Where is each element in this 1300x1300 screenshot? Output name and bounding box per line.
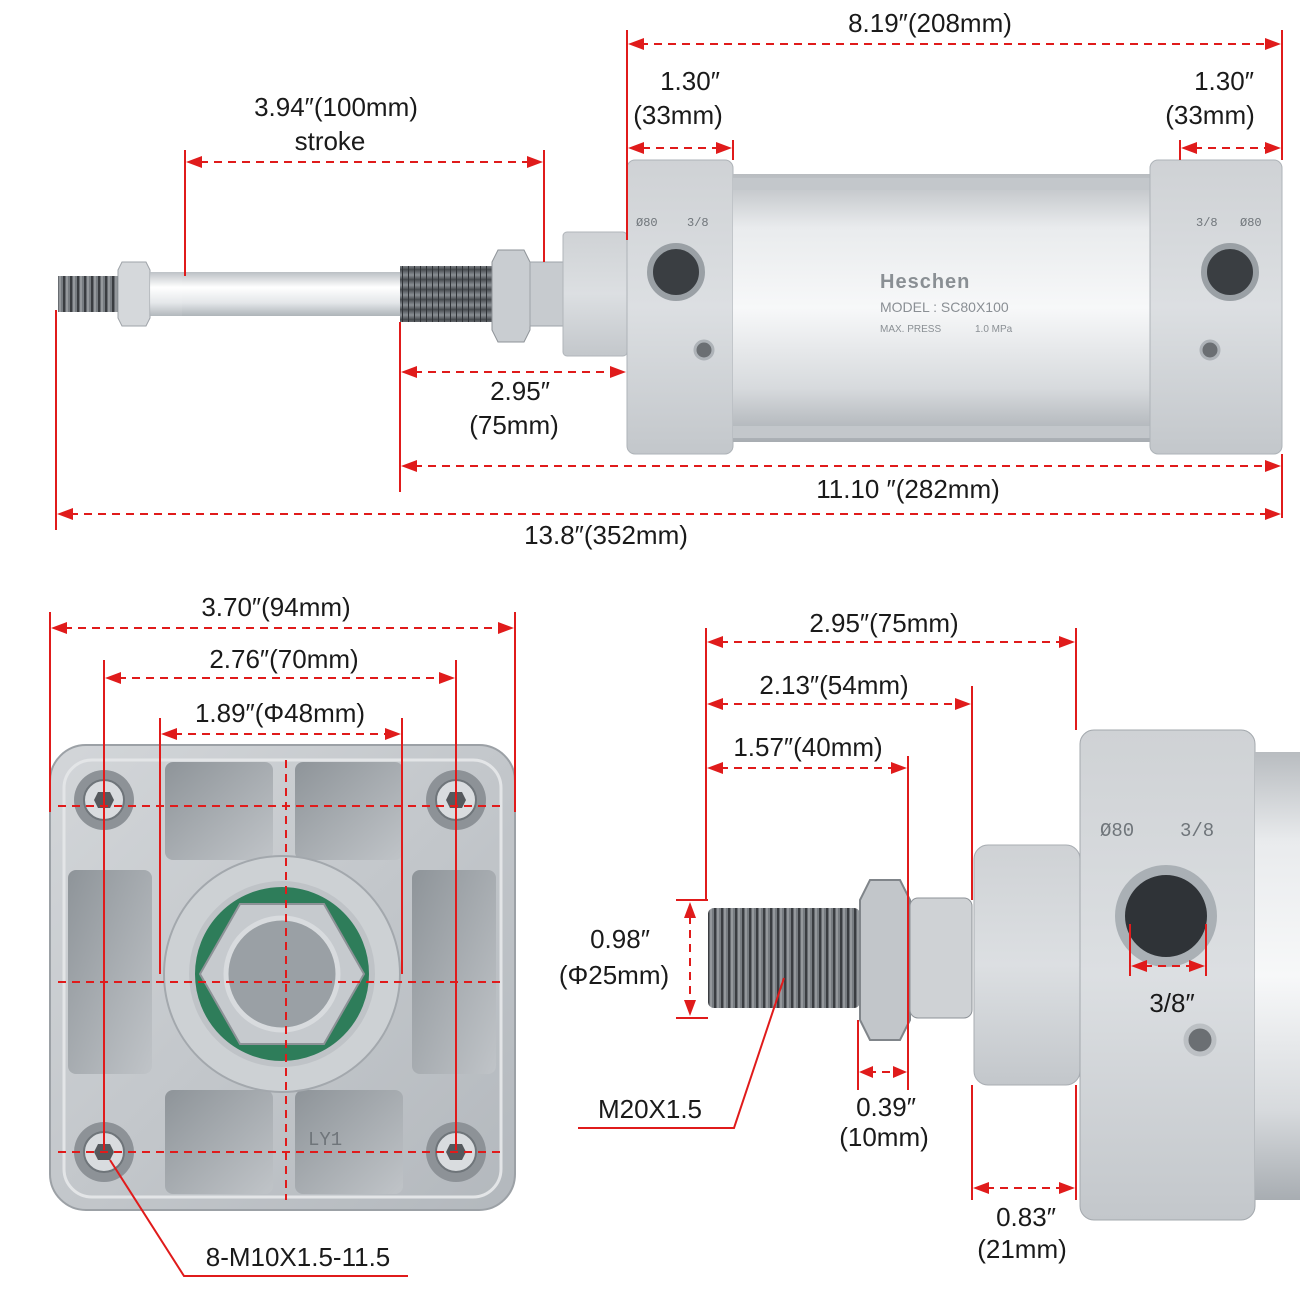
rear-air-port <box>1201 243 1259 301</box>
rear-stamp-port: 3/8 <box>1196 216 1218 230</box>
detail-dimension-lines <box>578 628 1207 1200</box>
end-dimension-lines <box>49 612 516 1277</box>
dim-rod-mm: (75mm) <box>469 410 559 440</box>
model-label: MODEL : SC80X100 <box>880 299 1009 315</box>
detail-lock-nut <box>859 879 911 1041</box>
rear-end-cap <box>1149 159 1283 455</box>
rod-end-nut <box>117 261 151 327</box>
dim-body-length: 8.19″(208mm) <box>848 8 1012 38</box>
max-press-label: MAX. PRESS <box>880 324 941 335</box>
front-stamp-bore: Ø80 <box>636 216 658 230</box>
rod-thread <box>400 266 492 322</box>
pocket-bottom-left <box>165 1090 273 1194</box>
dim-rear-cap-mm: (33mm) <box>1165 100 1255 130</box>
front-air-port <box>647 243 705 301</box>
dim-detail-rod-dia-in: 0.98″ <box>590 924 650 954</box>
pocket-top-right <box>295 762 403 860</box>
rear-stamp-bore: Ø80 <box>1240 216 1262 230</box>
detail-view: Ø80 3/8 <box>559 608 1300 1264</box>
dim-length-no-rod: 11.10 ″(282mm) <box>816 474 1000 504</box>
side-view: Ø80 3/8 Heschen MODEL : SC80X100 MAX. PR… <box>55 8 1283 550</box>
dim-detail-port-size: 3/8″ <box>1149 988 1194 1018</box>
dim-detail-boss-in: 0.83″ <box>996 1202 1056 1232</box>
rod-end-face <box>223 915 341 1033</box>
dim-detail-nut-in: 0.39″ <box>856 1092 916 1122</box>
pocket-bottom-right <box>295 1090 403 1194</box>
dim-detail-rod-dia-mm: (Φ25mm) <box>559 960 669 990</box>
dim-detail-boss-mm: (21mm) <box>977 1234 1067 1264</box>
dim-detail-rod-total: 2.95″(75mm) <box>809 608 958 638</box>
dim-rod-in: 2.95″ <box>490 376 550 406</box>
dim-front-cap-in: 1.30″ <box>660 66 720 96</box>
detail-stamp-bore: Ø80 <box>1100 820 1134 842</box>
end-view: LY1 <box>49 592 516 1277</box>
dim-detail-thread-spec: M20X1.5 <box>598 1094 702 1124</box>
detail-stamp-port: 3/8 <box>1180 820 1214 842</box>
piston-rod <box>182 272 402 316</box>
front-boss <box>562 231 628 357</box>
dim-bolt-thread: 8-M10X1.5-11.5 <box>206 1242 391 1272</box>
dim-stroke-value: 3.94″(100mm) <box>254 92 418 122</box>
front-end-cap <box>626 159 734 455</box>
brand-label: Heschen <box>880 271 970 293</box>
rear-cushion-screw <box>1199 339 1221 361</box>
dim-stroke-label: stroke <box>295 126 366 156</box>
rod-end-thread <box>58 276 120 312</box>
dim-front-cap-mm: (33mm) <box>633 100 723 130</box>
dim-boss-diameter: 1.89″(Φ48mm) <box>195 698 365 728</box>
max-press-value: 1.0 MPa <box>975 324 1013 335</box>
cylinder-barrel <box>733 174 1153 442</box>
front-cushion-screw <box>693 339 715 361</box>
rod-lock-nut <box>491 249 531 343</box>
dim-total-length: 13.8″(352mm) <box>524 520 688 550</box>
detail-front-boss <box>973 844 1081 1086</box>
dim-detail-nut-mm: (10mm) <box>839 1122 929 1152</box>
pocket-top-left <box>165 762 273 860</box>
dim-detail-thread-length: 1.57″(40mm) <box>733 732 882 762</box>
pocket-left <box>68 870 152 1074</box>
dim-rear-cap-in: 1.30″ <box>1194 66 1254 96</box>
end-stamp: LY1 <box>308 1129 342 1151</box>
detail-end-cap <box>1079 729 1256 1221</box>
side-dimension-lines <box>55 30 1283 530</box>
dim-end-width: 3.70″(94mm) <box>201 592 350 622</box>
detail-air-port <box>1115 865 1217 967</box>
detail-cushion-screw <box>1183 1023 1217 1057</box>
dim-bolt-spacing: 2.76″(70mm) <box>209 644 358 674</box>
front-stamp-port: 3/8 <box>687 216 709 230</box>
pocket-right <box>412 870 496 1074</box>
dim-detail-to-boss: 2.13″(54mm) <box>759 670 908 700</box>
detail-rod-thread <box>708 908 860 1008</box>
